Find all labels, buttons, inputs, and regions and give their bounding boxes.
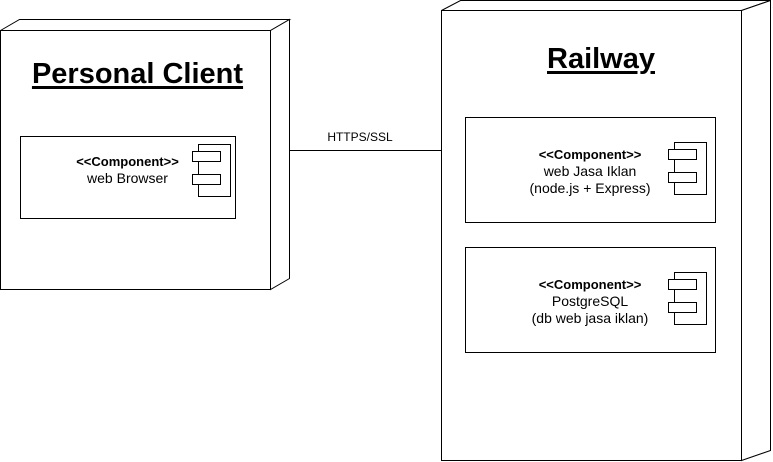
component-subtitle: (db web jasa iklan): [531, 310, 649, 326]
component-stereotype: <<Component>>: [76, 154, 179, 169]
node-railway: [441, 0, 771, 462]
component-stereotype: <<Component>>: [538, 147, 642, 162]
component-name: web Browser: [87, 170, 168, 186]
component-web-browser: [20, 136, 236, 219]
component-postgresql: [465, 247, 716, 353]
component-icon: [668, 272, 707, 325]
component-text-web-jasa-iklan: <<Component>> web Jasa Iklan (node.js + …: [510, 146, 670, 197]
node-title-railway: Railway: [547, 43, 655, 75]
connector-label: HTTPS/SSL: [327, 130, 393, 144]
component-icon: [192, 144, 231, 197]
component-text-web-browser: <<Component>> web Browser: [60, 153, 195, 187]
component-web-jasa-iklan: [465, 117, 716, 223]
node-personal-client: [0, 18, 292, 291]
component-name: PostgreSQL: [551, 293, 629, 309]
component-text-postgresql: <<Component>> PostgreSQL (db web jasa ik…: [510, 276, 670, 327]
component-name: web Jasa Iklan: [543, 163, 637, 179]
component-icon: [668, 142, 707, 195]
component-subtitle: (node.js + Express): [529, 180, 651, 196]
node-title-personal-client: Personal Client: [31, 58, 244, 90]
component-stereotype: <<Component>>: [538, 277, 642, 292]
